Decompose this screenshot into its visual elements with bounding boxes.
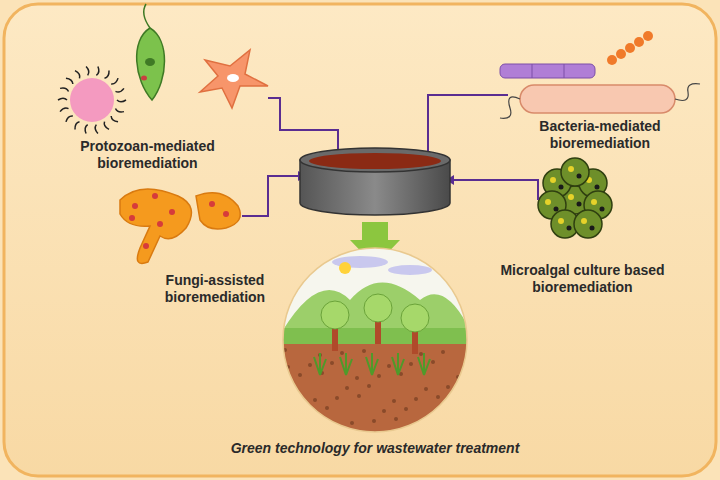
leader-lines [242, 95, 538, 216]
protozoa [58, 4, 268, 133]
bacteria-label: Bacteria-mediated bioremediation [500, 118, 700, 152]
fungi-label: Fungi-assisted bioremediation [135, 272, 295, 306]
vessel [300, 148, 450, 215]
bacteria [500, 31, 700, 118]
green-scene [280, 245, 470, 442]
fungi [120, 189, 240, 263]
panel [4, 4, 716, 476]
microalgae-label: Microalgal culture based bioremediation [470, 262, 695, 296]
microalgae [538, 158, 612, 238]
caption: Green technology for wastewater treatmen… [175, 440, 575, 457]
protozoa-label: Protozoan-mediated bioremediation [40, 138, 255, 172]
